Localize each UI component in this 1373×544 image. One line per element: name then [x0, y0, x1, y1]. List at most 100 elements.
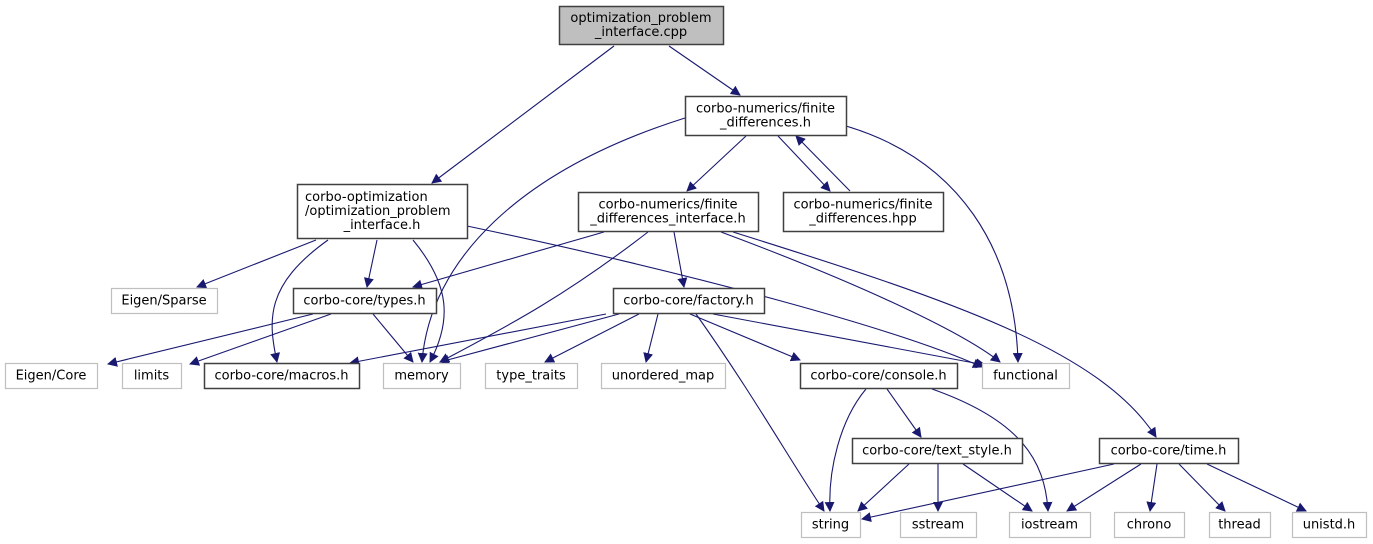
node-box [296, 183, 469, 240]
edge-time-h-to-chrono [1146, 463, 1158, 512]
node-label: corbo-numerics/finite [598, 198, 737, 213]
node-fd-hpp[interactable]: corbo-numerics/finite_differences.hpp [782, 191, 945, 233]
edge-fd-h-to-fd-hpp [777, 135, 831, 192]
edge-console-h-to-string [824, 388, 867, 512]
node-box [1098, 437, 1240, 465]
edge-text-style-h-to-string [857, 463, 910, 512]
node-box [558, 5, 725, 46]
node-box [782, 191, 945, 233]
node-label: memory [394, 369, 449, 384]
node-box [1291, 511, 1368, 539]
edge-fdi-h-to-factory-h [673, 231, 688, 288]
node-root[interactable]: optimization_problem_interface.cpp [558, 5, 725, 46]
node-text-style-h[interactable]: corbo-core/text_style.h [851, 437, 1024, 465]
edge-factory-h-to-unordered-map [643, 313, 659, 363]
node-fd-h[interactable]: corbo-numerics/finite_differences.h [684, 95, 848, 137]
node-unordered-map: unordered_map [600, 362, 727, 390]
node-eigen-core: Eigen/Core [4, 362, 99, 390]
node-macros-h[interactable]: corbo-core/macros.h [203, 362, 361, 390]
node-box [612, 287, 766, 315]
edge-opi-h-to-functional [466, 225, 983, 368]
node-box [1008, 511, 1092, 539]
edge-fdi-h-to-functional [720, 231, 1001, 363]
node-box [799, 362, 959, 390]
node-box [1208, 511, 1272, 539]
node-string: string [800, 511, 862, 539]
node-label: _differences_interface.h [589, 212, 745, 227]
edge-factory-h-to-memory [439, 313, 620, 365]
edge-fd-h-to-fdi-h [686, 135, 747, 192]
node-label: Eigen/Sparse [121, 294, 206, 309]
node-box [899, 511, 978, 539]
edge-console-h-to-text-style-h [886, 388, 922, 438]
edge-types-h-to-limits [189, 313, 332, 366]
node-box [382, 362, 462, 390]
node-unistd-h: unistd.h [1291, 511, 1368, 539]
edge-time-h-to-string [861, 463, 1115, 522]
edge-fd-h-to-functional [845, 125, 1023, 363]
edge-opi-h-to-memory [412, 239, 445, 363]
node-factory-h[interactable]: corbo-core/factory.h [612, 287, 766, 315]
node-label: type_traits [496, 369, 566, 384]
node-label: string [812, 518, 849, 533]
node-label: optimization_problem [570, 11, 711, 26]
node-box [981, 362, 1071, 390]
node-chrono: chrono [1113, 511, 1186, 539]
edges-layer [107, 45, 1307, 522]
node-label: Eigen/Core [16, 369, 87, 384]
node-label: unistd.h [1303, 518, 1356, 533]
edge-types-h-to-memory [372, 313, 414, 363]
node-label: iostream [1021, 518, 1078, 533]
edge-fdi-h-to-time-h [732, 231, 1157, 438]
node-memory: memory [382, 362, 462, 390]
node-box [851, 437, 1024, 465]
node-box [484, 362, 579, 390]
node-box [110, 287, 219, 315]
node-opi-h[interactable]: corbo-optimization/optimization_problem_… [296, 183, 469, 240]
edge-fdi-h-to-memory [439, 231, 649, 363]
node-box [1113, 511, 1186, 539]
node-label: corbo-numerics/finite [696, 102, 835, 117]
edge-time-h-to-iostream [1066, 463, 1142, 512]
node-label: thread [1218, 518, 1261, 533]
node-fdi-h[interactable]: corbo-numerics/finite_differences_interf… [577, 191, 760, 233]
node-iostream: iostream [1008, 511, 1092, 539]
node-box [600, 362, 727, 390]
edge-factory-h-to-functional [712, 313, 986, 369]
edge-time-h-to-unistd-h [1206, 463, 1307, 512]
node-box [577, 191, 760, 233]
node-type-traits: type_traits [484, 362, 579, 390]
edge-time-h-to-thread [1178, 463, 1226, 512]
node-box [4, 362, 99, 390]
node-label: corbo-core/time.h [1111, 444, 1227, 459]
node-label: unordered_map [612, 369, 715, 384]
edge-factory-h-to-console-h [689, 313, 801, 362]
node-sstream: sstream [899, 511, 978, 539]
edge-opi-h-to-eigen-sparse [196, 239, 317, 289]
node-time-h[interactable]: corbo-core/time.h [1098, 437, 1240, 465]
node-box [684, 95, 848, 137]
node-label: corbo-core/types.h [303, 294, 425, 309]
node-types-h[interactable]: corbo-core/types.h [292, 287, 438, 315]
node-limits: limits [121, 362, 183, 390]
node-label: corbo-core/console.h [810, 369, 946, 384]
edge-types-h-to-eigen-core [107, 313, 314, 367]
node-eigen-sparse: Eigen/Sparse [110, 287, 219, 315]
node-box [292, 287, 438, 315]
node-label: chrono [1127, 518, 1172, 533]
edge-fd-h-to-memory [417, 117, 686, 363]
edge-fd-hpp-to-fd-h [795, 135, 851, 192]
node-label: _differences.h [719, 116, 811, 131]
node-console-h[interactable]: corbo-core/console.h [799, 362, 959, 390]
edge-text-style-h-to-iostream [962, 463, 1033, 512]
node-label: limits [134, 369, 170, 384]
node-label: _interface.h [343, 218, 421, 233]
node-label: corbo-numerics/finite [793, 198, 932, 213]
edge-factory-h-to-macros-h [349, 313, 607, 367]
node-label: corbo-core/factory.h [623, 294, 753, 309]
edge-fdi-h-to-types-h [412, 231, 605, 290]
node-box [203, 362, 361, 390]
node-label: functional [993, 369, 1058, 384]
node-box [800, 511, 862, 539]
